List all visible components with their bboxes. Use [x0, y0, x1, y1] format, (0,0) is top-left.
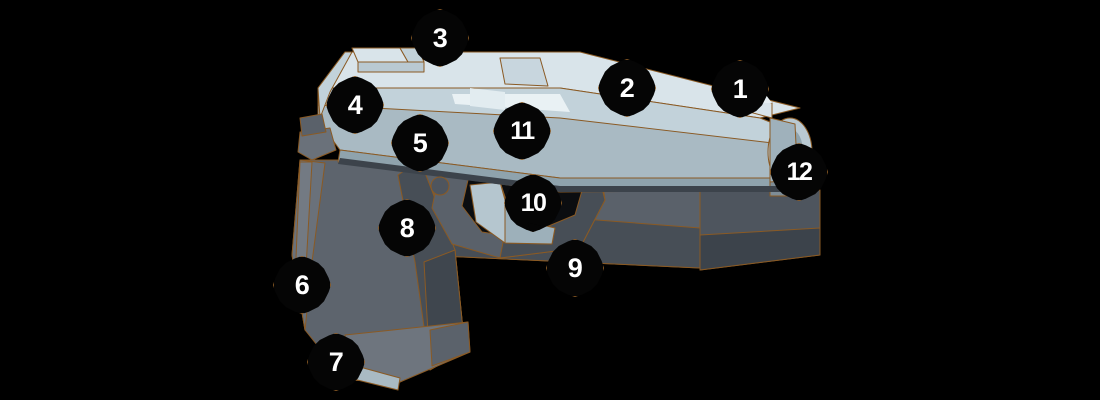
magazine-release [430, 176, 450, 196]
marker-1[interactable]: 1 [711, 60, 769, 118]
marker-9[interactable]: 9 [546, 239, 604, 297]
marker-5-label: 5 [412, 127, 428, 158]
marker-7-label: 7 [328, 346, 344, 377]
marker-12[interactable]: 12 [770, 143, 828, 201]
marker-4-label: 4 [347, 89, 363, 120]
marker-6[interactable]: 6 [273, 256, 331, 314]
marker-2-label: 2 [619, 72, 635, 103]
marker-8-label: 8 [399, 212, 415, 243]
marker-11-label: 11 [510, 116, 535, 145]
marker-10-pointer [524, 222, 542, 232]
marker-11[interactable]: 11 [493, 102, 551, 160]
marker-10-label: 10 [520, 188, 547, 217]
marker-9-label: 9 [567, 252, 583, 283]
slide-frame-gap [338, 158, 790, 192]
marker-8[interactable]: 8 [378, 199, 436, 257]
slide-scallop [499, 57, 549, 87]
magazine-base-shadow [429, 321, 471, 367]
hammer [299, 113, 327, 137]
rear-sight-side [357, 61, 425, 73]
marker-10[interactable]: 10 [504, 174, 562, 232]
marker-6-label: 6 [294, 269, 310, 300]
marker-3-label: 3 [432, 22, 448, 53]
marker-1-label: 1 [732, 73, 748, 104]
slide-notch-rear [470, 88, 505, 110]
marker-4[interactable]: 4 [326, 76, 384, 134]
marker-7[interactable]: 7 [307, 333, 365, 391]
marker-5[interactable]: 5 [391, 114, 449, 172]
marker-3[interactable]: 3 [411, 9, 469, 67]
marker-2[interactable]: 2 [598, 59, 656, 117]
marker-12-label: 12 [786, 157, 813, 186]
frame-front-block-shadow [699, 227, 821, 271]
slide-rear-face [317, 51, 353, 119]
